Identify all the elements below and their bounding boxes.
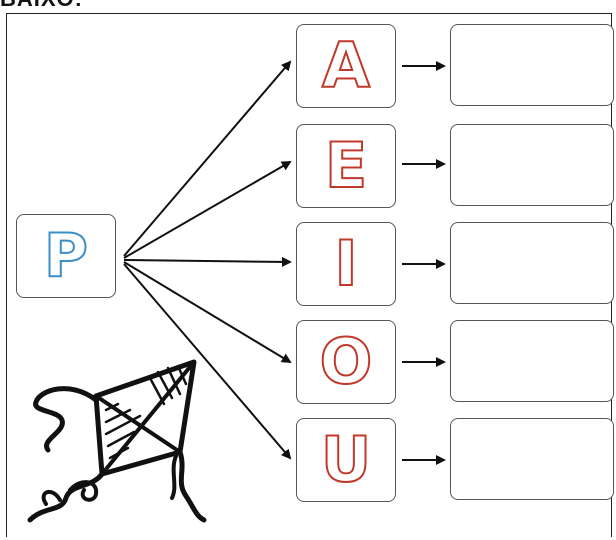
- vowel-box-a: A: [296, 24, 396, 108]
- arrow-to-i: [123, 256, 292, 267]
- answer-box-pi[interactable]: [450, 222, 614, 304]
- vowel-box-u: U: [296, 418, 396, 502]
- consonant-letter: P: [43, 221, 89, 291]
- vowel-letter: E: [324, 129, 368, 202]
- answer-box-pe[interactable]: [450, 124, 614, 206]
- vowel-letter: A: [321, 29, 371, 102]
- arrow-to-e: [123, 160, 292, 259]
- answer-box-pu[interactable]: [450, 418, 614, 500]
- answer-box-po[interactable]: [450, 320, 614, 402]
- vowel-letter: U: [320, 423, 372, 496]
- arrow-to-u: [123, 263, 292, 460]
- instruction-text-fragment: BAIXO:: [0, 0, 83, 12]
- arrow-to-a: [123, 60, 292, 257]
- vowel-box-o: O: [296, 320, 396, 404]
- kite-icon: [27, 359, 207, 523]
- answer-box-pa[interactable]: [450, 24, 614, 106]
- vowel-box-e: E: [296, 124, 396, 208]
- arrow-to-o: [123, 261, 292, 364]
- vowel-letter: O: [319, 325, 374, 398]
- vowel-box-i: I: [296, 222, 396, 306]
- vowel-letter: I: [333, 227, 358, 300]
- consonant-box: P: [16, 214, 116, 298]
